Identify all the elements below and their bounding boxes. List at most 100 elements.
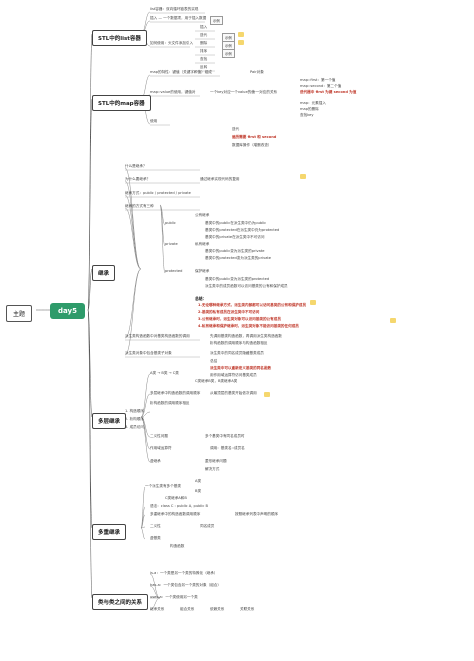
leaf-node[interactable]: 一个派生类有多个基类 (145, 484, 181, 488)
leaf-node[interactable]: has-a：一个类包含另一个类的对象（组合） (150, 583, 221, 587)
leaf-node[interactable]: 查找 (200, 57, 208, 61)
leaf-node[interactable]: 基类中的private在派生类中不可访问 (205, 235, 265, 239)
leaf-node[interactable]: 多层继承中构造函数的调用顺序 (150, 391, 201, 395)
leaf-node[interactable]: 关联关系 (240, 607, 255, 611)
leaf-node[interactable]: 一个key对应一个value的值 (210, 90, 255, 94)
leaf-node[interactable]: map::value的使用，键值对 (150, 90, 196, 94)
leaf-node[interactable]: 继承的方式有三种 (125, 204, 154, 208)
leaf-node[interactable]: 删除 (200, 41, 208, 45)
leaf-node[interactable]: 依赖关系 (210, 607, 225, 611)
leaf-node[interactable]: 析构函数的调用顺序相反 (150, 401, 190, 405)
leaf-node[interactable]: 二义性 (150, 524, 161, 528)
center-topic[interactable]: day5 (50, 303, 85, 319)
leaf-node[interactable]: 派生类中的成员函数可以访问基类的公有和保护成员 (205, 284, 288, 288)
leaf-node[interactable]: 派生类构造函数中对基类构造函数的调用 (125, 334, 190, 338)
leaf-node[interactable]: 构造函数 (170, 544, 185, 548)
leaf-node[interactable]: 迭代器中 first 为键 second 为值 (300, 90, 357, 94)
leaf-node[interactable]: C类继承B类，B类继承A类 (195, 379, 238, 383)
leaf-node[interactable]: 总结 (210, 359, 218, 363)
leaf-node[interactable]: 总结： (195, 296, 207, 301)
leaf-node[interactable]: 虚基类 (150, 536, 161, 540)
leaf-node[interactable]: map的删除 (300, 107, 319, 111)
leaf-node[interactable]: 什么是继承？ (125, 164, 147, 168)
leaf-node[interactable]: 私有继承 (195, 242, 210, 246)
leaf-node[interactable]: 数据库操作（增删改查） (232, 143, 272, 147)
leaf-node[interactable]: is-a：一个类是另一个类的特殊化（继承） (150, 571, 218, 575)
leaf-node[interactable]: 基类中的public变为派生类的private (205, 249, 265, 253)
leaf-node[interactable]: 3.公有继承时，派生类对象可以访问基类的公有成员 (198, 317, 281, 321)
branch-inheritance[interactable]: 继承 (92, 265, 116, 281)
leaf-node[interactable]: 2. 析构顺序 (125, 417, 144, 421)
leaf-node[interactable]: 如何使用：头文件添加引入 (150, 41, 194, 45)
leaf-node[interactable]: 插入 (200, 25, 208, 29)
example-tag[interactable]: 示例 (222, 49, 235, 58)
leaf-node[interactable]: 基类中的protected变为派生类的private (205, 256, 272, 260)
note-icon[interactable] (390, 318, 396, 323)
branch-list-container[interactable]: STL中的list容器 (92, 30, 147, 46)
leaf-node[interactable]: 析构函数的调用顺序与构造函数相反 (210, 341, 268, 345)
branch-class-relations[interactable]: 类与类之间的关系 (92, 594, 149, 610)
leaf-node[interactable]: 保护继承 (195, 269, 210, 273)
leaf-node[interactable]: 同名成员 (200, 524, 215, 528)
leaf-node[interactable]: public (165, 221, 176, 225)
note-icon[interactable] (300, 174, 306, 179)
leaf-node[interactable]: private (165, 242, 178, 246)
leaf-node[interactable]: map：元素插入 (300, 101, 326, 105)
leaf-node[interactable]: uses-a：一个类使用另一个类 (150, 595, 198, 599)
leaf-node[interactable]: 排序 (200, 49, 208, 53)
example-tag[interactable]: 示例 (210, 16, 223, 25)
leaf-node[interactable]: 公有继承 (195, 213, 210, 217)
leaf-node[interactable]: 1.无论哪种继承方式，派生类内部都可以访问基类的公有和保护成员 (198, 303, 307, 307)
leaf-node[interactable]: A类 (195, 479, 202, 483)
leaf-node[interactable]: B类 (195, 489, 202, 493)
leaf-node[interactable]: list容器：双向循环链表的实现 (150, 7, 199, 11)
leaf-node[interactable]: 继承方式：public / protected / private (125, 191, 191, 195)
leaf-node[interactable]: 迭代 (200, 33, 208, 37)
branch-multilevel-inheritance[interactable]: 多层继承 (92, 413, 127, 429)
leaf-node[interactable]: 通过继承实现代码的复用 (200, 177, 240, 181)
leaf-node[interactable]: 基类中的public在派生类中仍为public (205, 221, 267, 225)
leaf-node[interactable]: 插入 — 一个数据项，用于插入数据 (150, 16, 207, 20)
note-icon[interactable] (238, 40, 244, 45)
leaf-node[interactable]: Pair对象 (250, 70, 264, 74)
note-icon[interactable] (310, 300, 316, 305)
leaf-node[interactable]: 作用域运算符 (150, 446, 172, 450)
leaf-node[interactable]: 先调用基类构造函数，再调用派生类构造函数 (210, 334, 282, 338)
leaf-node[interactable]: 派生类中可以重新定义基类的同名函数 (210, 366, 272, 370)
leaf-node[interactable]: 基类中的protected在派生类中仍为protected (205, 228, 280, 232)
leaf-node[interactable]: 迭代 (232, 127, 240, 131)
leaf-node[interactable]: 解决方式 (205, 467, 220, 471)
leaf-node[interactable]: 继承关系 (150, 607, 165, 611)
leaf-node[interactable]: 多个基类中有同名成员时 (205, 434, 245, 438)
leaf-node[interactable]: 反转 (200, 65, 208, 69)
leaf-node[interactable]: map::first：第一个值 (300, 78, 336, 82)
leaf-node[interactable]: 2.基类的私有成员在派生类中不可访问 (198, 310, 260, 314)
leaf-node[interactable]: 用作用域运算符访问基类成员 (210, 373, 257, 377)
leaf-node[interactable]: 调用：基类名::成员名 (210, 446, 245, 450)
root-topic[interactable]: 主题 (6, 305, 33, 322)
leaf-node[interactable]: 派生类中的同名成员隐藏基类成员 (210, 351, 264, 355)
note-icon[interactable] (238, 32, 244, 37)
leaf-node[interactable]: A类 → B类 → C类 (150, 371, 179, 375)
leaf-node[interactable]: 按照继承列表中声明的顺序 (235, 512, 279, 516)
branch-multiple-inheritance[interactable]: 多重继承 (92, 524, 127, 540)
leaf-node[interactable]: map::second：第二个值 (300, 84, 342, 88)
leaf-node[interactable]: 使用 (150, 119, 158, 123)
leaf-node[interactable]: 多重继承中的构造函数调用顺序 (150, 512, 201, 516)
leaf-node[interactable]: 菱形继承问题 (205, 459, 227, 463)
leaf-node[interactable]: 查找key (300, 113, 314, 117)
leaf-node[interactable]: 4.私有继承和保护继承时，派生类对象不能访问基类的任何成员 (198, 324, 299, 328)
leaf-node[interactable]: 语法：class C : public A, public B (150, 504, 208, 508)
leaf-node[interactable]: 一一对应的关系 (252, 90, 278, 94)
branch-map-container[interactable]: STL中的map容器 (92, 95, 151, 111)
leaf-node[interactable]: 从最顶层的基类开始依次调用 (210, 391, 257, 395)
leaf-node[interactable]: 为什么要继承？ (125, 177, 151, 181)
leaf-node[interactable]: 1. 构造顺序 (125, 409, 144, 413)
note-icon[interactable] (264, 392, 270, 397)
leaf-node[interactable]: 组合关系 (180, 607, 195, 611)
leaf-node[interactable]: 基类中的public变为派生类的protected (205, 277, 270, 281)
leaf-node[interactable]: 遍历需要 first 和 second (232, 135, 277, 139)
leaf-node[interactable]: 二义性问题 (150, 434, 168, 438)
leaf-node[interactable]: map的特性：键值（关键字和值）组成 (150, 70, 212, 74)
leaf-node[interactable]: 3. 成员访问 (125, 425, 144, 429)
